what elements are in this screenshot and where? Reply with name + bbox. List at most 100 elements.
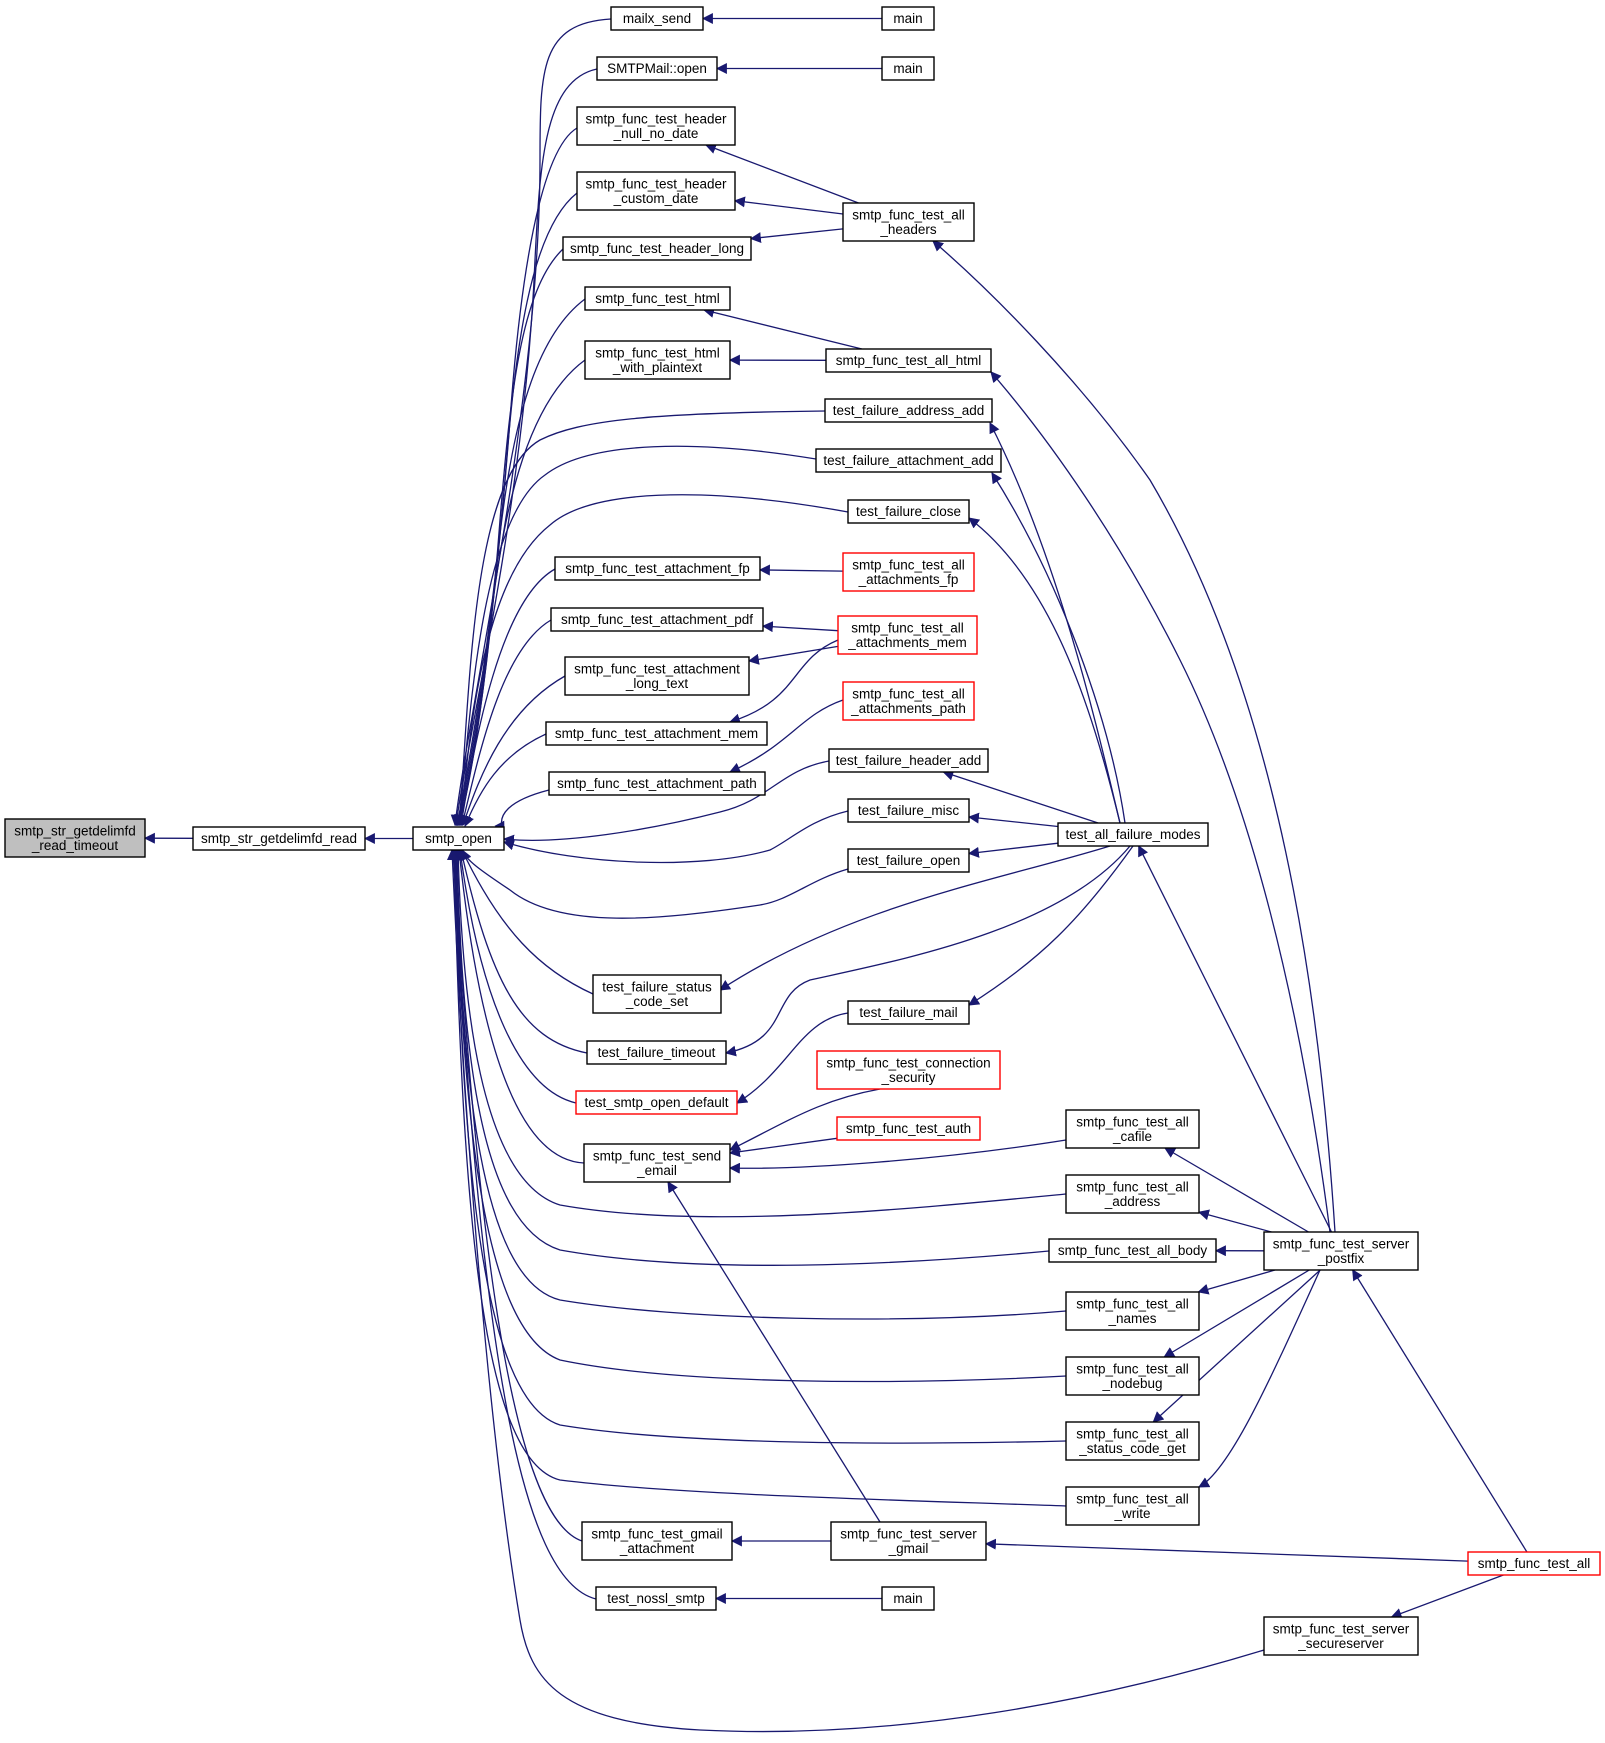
node-tf-header[interactable]: test_failure_header_add [828,748,989,773]
node-all-cafile[interactable]: smtp_func_test_all_cafile [1065,1109,1200,1149]
node-getdelim-read[interactable]: smtp_str_getdelimfd_read [192,826,366,851]
node-html[interactable]: smtp_func_test_html [584,286,731,311]
node-box [825,348,992,373]
node-tf-attach[interactable]: test_failure_attachment_add [815,448,1002,473]
node-label: test_failure_mail [859,1005,957,1020]
node-att-long[interactable]: smtp_func_test_attachment_long_text [564,656,750,696]
node-label: test_failure_open [857,853,961,868]
node-main1[interactable]: main [881,6,935,31]
node-att-fp[interactable]: smtp_func_test_attachment_fp [554,556,761,581]
node-hdr-null[interactable]: smtp_func_test_header_null_no_date [576,106,736,146]
node-main2[interactable]: main [881,56,935,81]
node-gmail-att[interactable]: smtp_func_test_gmail_attachment [581,1521,733,1561]
node-main3[interactable]: main [881,1586,935,1611]
node-hdr-custom[interactable]: smtp_func_test_header_custom_date [576,171,736,211]
node-label: test_nossl_smtp [607,1591,705,1606]
node-all-body[interactable]: smtp_func_test_all_body [1048,1238,1217,1263]
node-smtpmail-open[interactable]: SMTPMail::open [596,56,718,81]
node-root[interactable]: smtp_str_getdelimfd_read_timeout [4,818,146,858]
call-edge-all_att_mem-to-att_pdf [761,621,839,633]
node-conn-sec[interactable]: smtp_func_test_connection_security [816,1050,1001,1090]
node-label: _gmail [888,1541,929,1556]
node-label: test_failure_attachment_add [823,453,993,468]
node-label: _security [880,1070,935,1085]
node-smtp-open[interactable]: smtp_open [412,826,505,851]
node-all-status[interactable]: smtp_func_test_all_status_code_get [1065,1421,1200,1461]
node-label: smtp_func_test_all_body [1058,1243,1208,1258]
node-all-att-path[interactable]: smtp_func_test_all_attachments_path [842,681,975,721]
node-tf-status[interactable]: test_failure_status_code_set [592,974,722,1014]
node-all-att-fp[interactable]: smtp_func_test_all_attachments_fp [842,552,975,592]
node-auth[interactable]: smtp_func_test_auth [836,1116,981,1141]
node-func-all[interactable]: smtp_func_test_all [1467,1551,1601,1576]
node-att-mem[interactable]: smtp_func_test_attachment_mem [545,721,768,746]
node-tf-close[interactable]: test_failure_close [847,499,970,524]
node-label: smtp_func_test_header [585,111,727,126]
node-label: SMTPMail::open [607,61,707,76]
node-label: _with_plaintext [612,360,703,375]
call-edge-all_failure-to-tf_attach [991,472,1126,824]
node-label: smtp_func_test_server [1273,1236,1410,1251]
call-edge-att_long-to-smtp_open [460,675,566,827]
node-box [1065,1421,1200,1461]
call-edge-server_postfix-to-all_status [1152,1269,1321,1423]
node-box [881,56,935,81]
node-tf-open[interactable]: test_failure_open [847,848,970,873]
node-all-address[interactable]: smtp_func_test_all_address [1065,1174,1200,1214]
node-box [562,236,752,261]
node-label: smtp_func_test_attachment_fp [565,561,750,576]
call-edge-server_postfix-to-all_nodebug [1163,1269,1310,1358]
node-label: smtp_func_test_all [1076,1179,1189,1194]
call-edge-all_failure-to-tf_open [967,842,1059,858]
node-tf-mail[interactable]: test_failure_mail [847,1000,970,1025]
node-tf-misc[interactable]: test_failure_misc [847,798,970,823]
call-edge-att_fp-to-smtp_open [457,568,556,827]
node-box [816,1050,1001,1090]
node-all-failure[interactable]: test_all_failure_modes [1057,822,1209,847]
node-box [583,1143,731,1183]
node-label: smtp_func_test_all [1478,1556,1591,1571]
node-label: _long_text [625,676,689,691]
node-all-names[interactable]: smtp_func_test_all_names [1065,1291,1200,1331]
node-label: test_failure_header_add [836,753,982,768]
call-edge-func_all-to-server_secure [1390,1574,1504,1619]
node-tf-addr[interactable]: test_failure_address_add [824,398,993,423]
node-box [881,1586,935,1611]
call-edge-auth-to-send_email [728,1137,838,1158]
node-all-write[interactable]: smtp_func_test_all_write [1065,1486,1200,1526]
node-mailx-send[interactable]: mailx_send [610,6,704,31]
node-label: _code_set [625,994,689,1009]
call-edge-att_mem-to-smtp_open [463,733,547,828]
node-send-email[interactable]: smtp_func_test_send_email [583,1143,731,1183]
node-server-secure[interactable]: smtp_func_test_server_secureserver [1263,1616,1419,1656]
node-box [581,1521,733,1561]
node-nossl[interactable]: test_nossl_smtp [595,1586,717,1611]
node-label: _postfix [1317,1251,1365,1266]
call-edge-all_att_mem-to-att_mem [728,639,839,725]
node-box [842,202,975,242]
node-tf-timeout[interactable]: test_failure_timeout [586,1040,727,1065]
node-box [847,1000,970,1025]
node-all-headers[interactable]: smtp_func_test_all_headers [842,202,975,242]
call-edge-tf_addr-to-smtp_open [454,410,826,827]
node-label: smtp_func_test_attachment_path [557,776,757,791]
node-att-path[interactable]: smtp_func_test_attachment_path [548,771,766,796]
call-edge-nossl-to-smtp_open [448,848,597,1600]
call-edge-all_att_mem-to-att_long [747,645,839,665]
node-att-pdf[interactable]: smtp_func_test_attachment_pdf [550,607,764,632]
node-label: _nodebug [1101,1376,1162,1391]
node-html-plain[interactable]: smtp_func_test_html_with_plaintext [584,340,731,380]
call-edge-conn_sec-to-send_email [729,1088,881,1151]
node-all-html[interactable]: smtp_func_test_all_html [825,348,992,373]
node-box [554,556,761,581]
node-all-att-mem[interactable]: smtp_func_test_all_attachments_mem [837,615,978,655]
node-box [576,171,736,211]
call-edge-server_postfix-to-all_names [1197,1269,1276,1295]
node-all-nodebug[interactable]: smtp_func_test_all_nodebug [1065,1356,1200,1396]
node-server-gmail[interactable]: smtp_func_test_server_gmail [830,1521,987,1561]
node-server-postfix[interactable]: smtp_func_test_server_postfix [1263,1231,1419,1271]
call-edge-all_att_path-to-att_path [728,699,844,773]
node-t-open-default[interactable]: test_smtp_open_default [575,1090,738,1115]
call-edge-server_postfix-to-all_failure [1138,845,1333,1233]
node-hdr-long[interactable]: smtp_func_test_header_long [562,236,752,261]
